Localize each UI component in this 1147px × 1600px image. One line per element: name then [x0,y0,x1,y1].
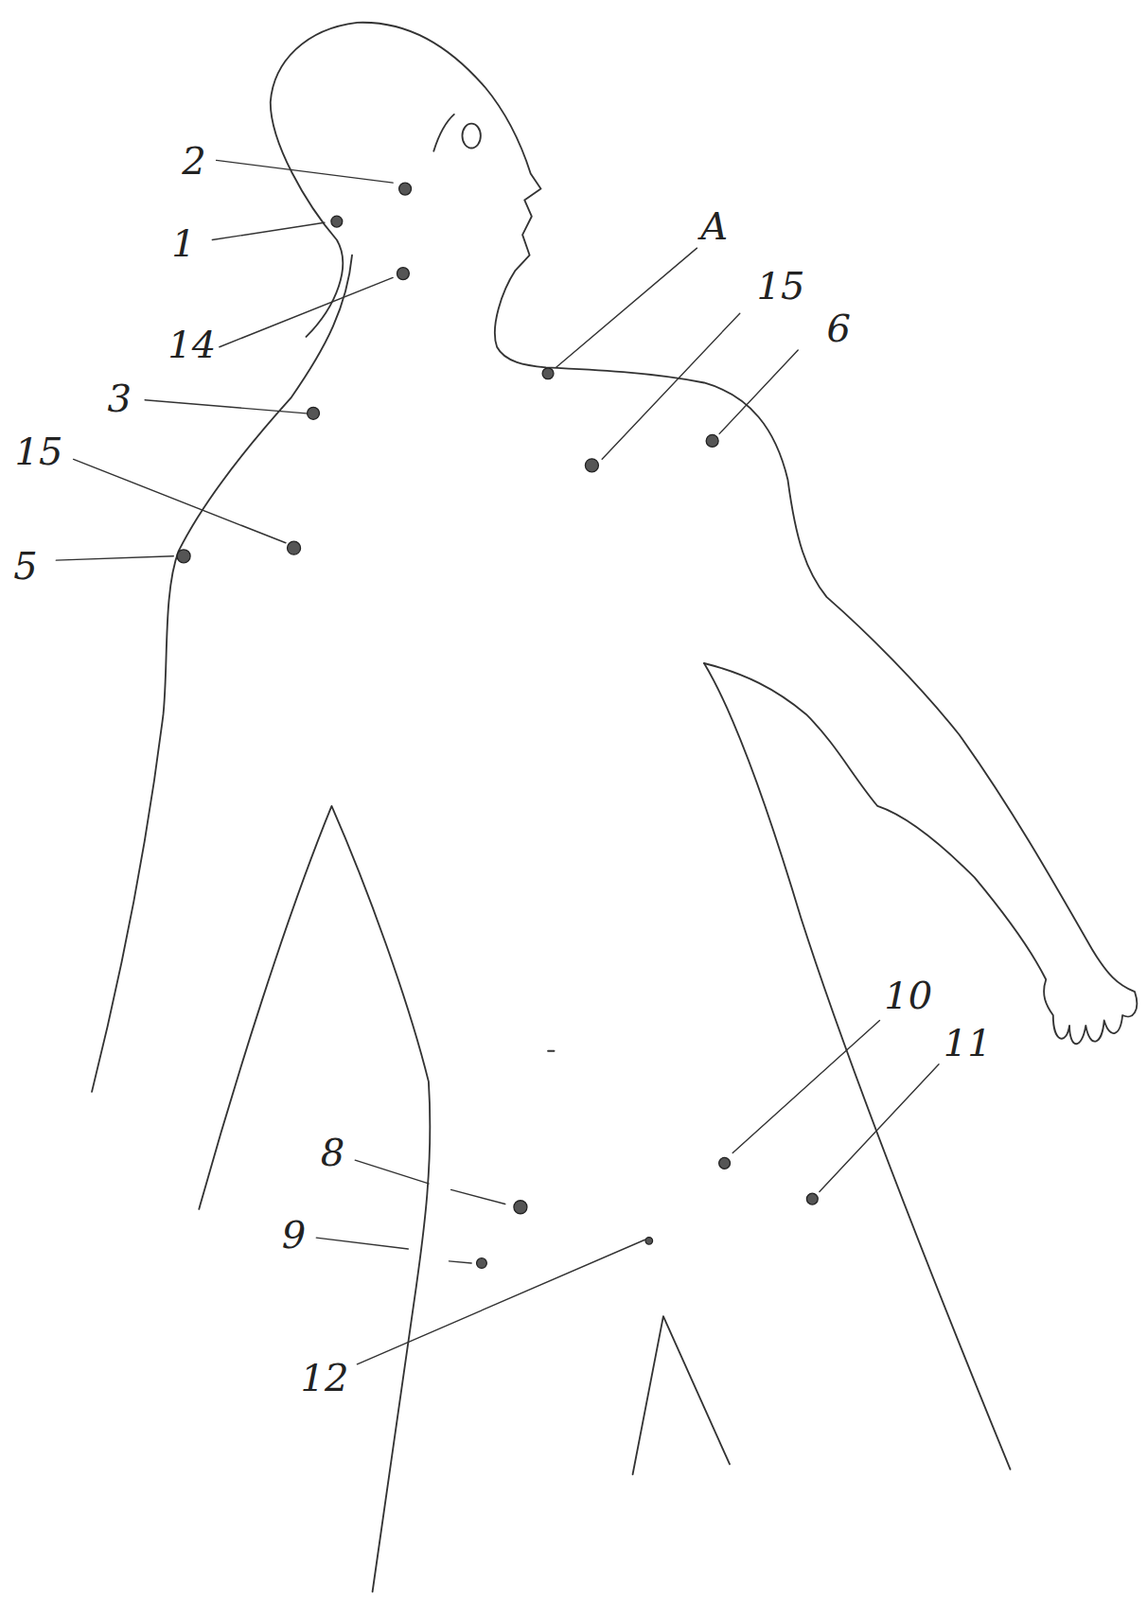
callout-number: 6 [827,309,851,348]
leader-line [216,159,394,183]
leader-line [448,1261,472,1264]
leader-line [819,1064,939,1193]
leader-line [732,1020,880,1153]
leader-line [219,277,393,347]
marker-dot [542,368,554,380]
callout-number: 11 [943,1023,992,1062]
callout-number: 8 [320,1133,345,1172]
leader-line [211,222,325,240]
leader-line [356,1239,645,1365]
marker-dot [476,1258,488,1270]
leader-line [451,1189,506,1204]
callout-number: 15 [15,432,64,471]
callout-number: 10 [883,976,933,1015]
eye-brow [433,114,455,152]
callout-number: 5 [13,547,37,585]
callout-number: 9 [282,1216,306,1254]
leader-line [556,247,698,368]
leader-line [73,458,286,543]
callout-number: 15 [756,266,805,305]
leader-line [354,1160,429,1184]
front-torso-line [704,663,1010,1470]
leader-line [55,556,174,561]
leader-line [144,400,306,414]
callout-number: 1 [171,224,195,263]
crotch-line [633,1316,730,1475]
marker-dot [307,406,320,420]
leg-outline [198,806,430,1592]
marker-dot [396,267,409,281]
callout-number: A [700,207,728,246]
leader-line [601,313,741,459]
back-outline [91,255,353,1093]
stray-mark [547,1050,554,1053]
marker-dot [806,1193,818,1205]
marker-dot [719,1157,731,1169]
marker-dot [287,541,301,555]
callout-number: 3 [106,379,131,418]
marker-dot [513,1200,528,1215]
callout-number: 12 [299,1358,349,1397]
leader-line [316,1237,408,1250]
leader-line [719,350,798,434]
marker-dot [705,434,719,447]
callout-number: 14 [167,325,216,364]
eye [461,123,480,149]
callout-number: 2 [181,141,206,180]
marker-dot [584,458,599,473]
marker-dot [645,1237,653,1246]
head-and-front-outline [270,22,1138,1044]
marker-dot [176,549,191,564]
marker-dot [399,182,412,195]
marker-dot [331,215,343,228]
